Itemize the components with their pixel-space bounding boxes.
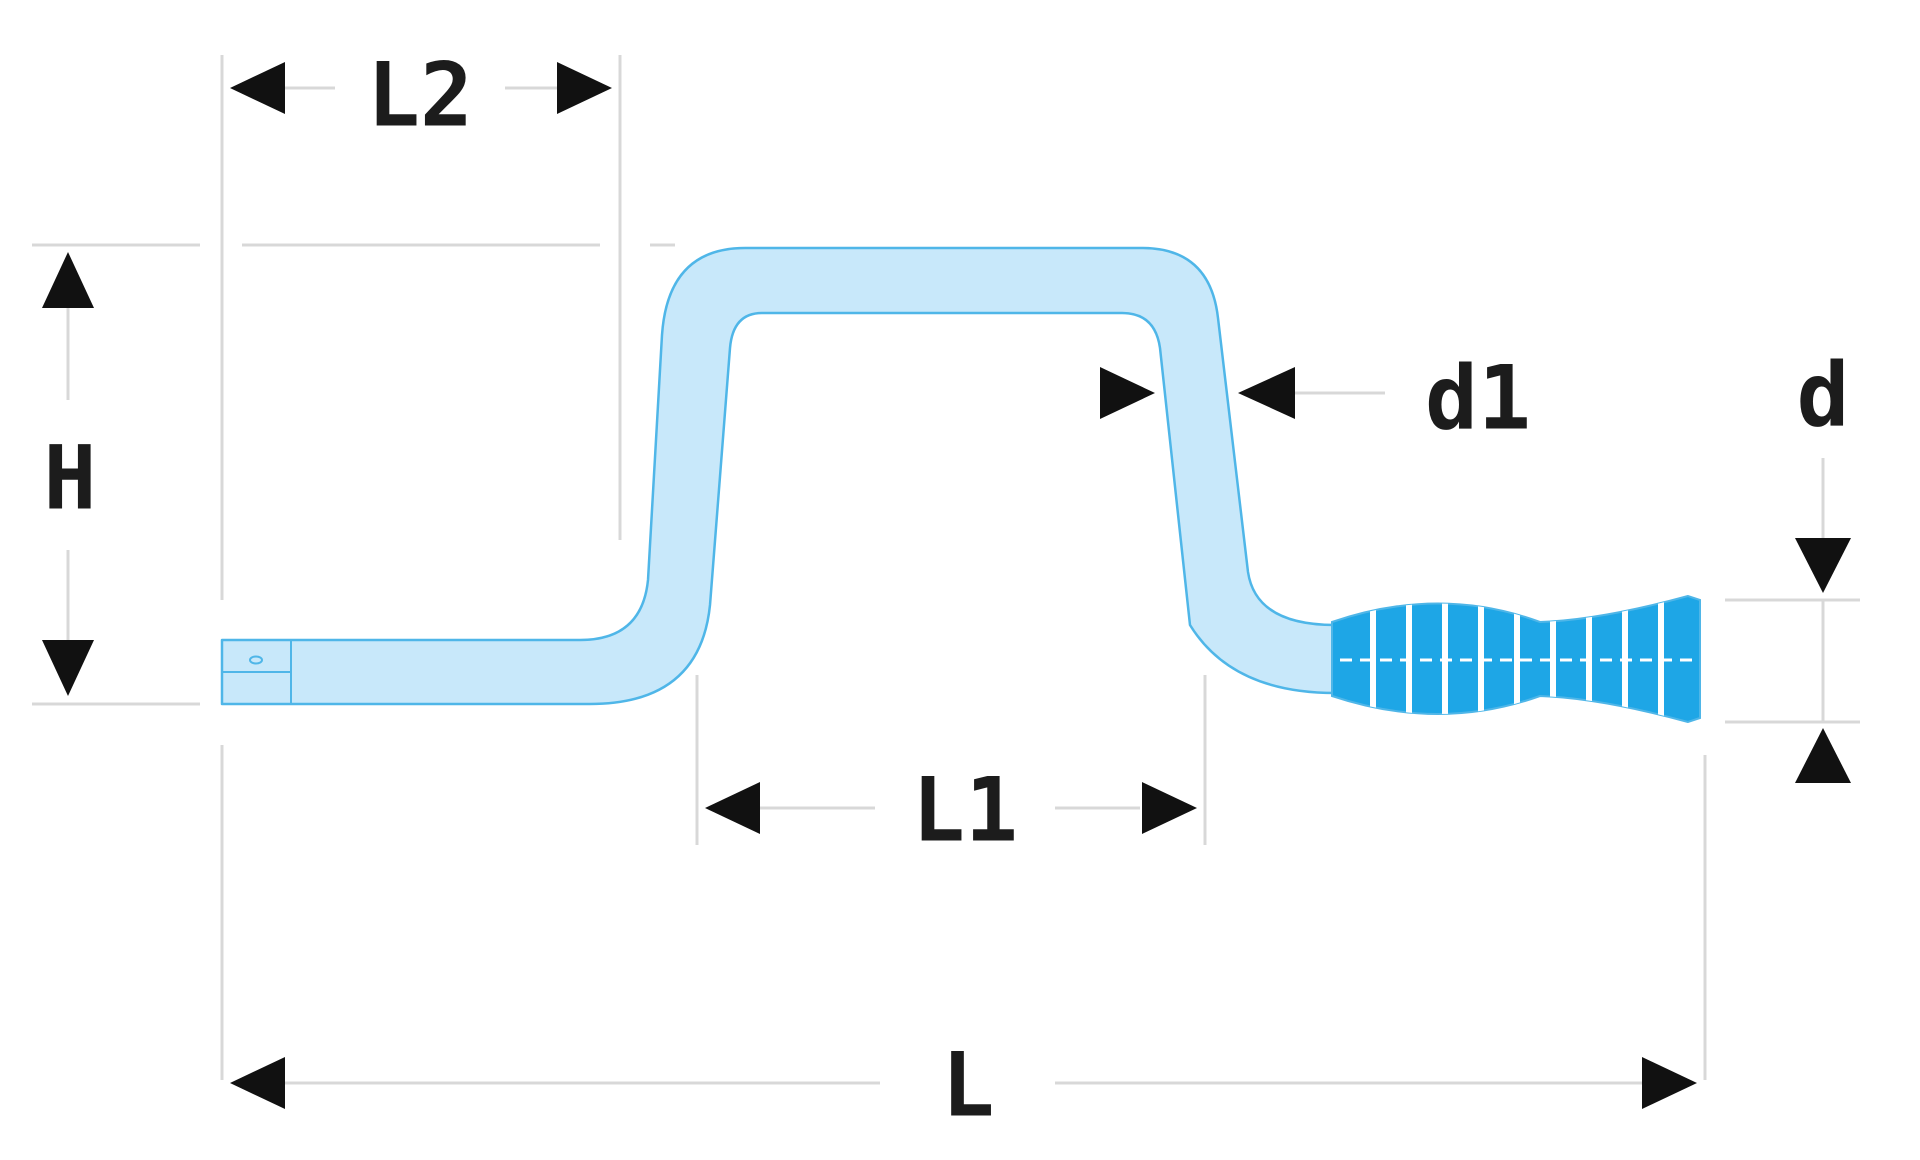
h-top-arrow-icon bbox=[42, 252, 94, 308]
l-right-arrow-icon bbox=[1642, 1057, 1697, 1109]
h-bottom-arrow-icon bbox=[42, 640, 94, 696]
handle bbox=[1331, 594, 1701, 724]
handle-grip-stripe bbox=[1514, 596, 1520, 722]
d-label: d bbox=[1797, 344, 1850, 447]
crank-bar-shape bbox=[220, 246, 1337, 706]
d-bottom-arrow-icon bbox=[1795, 728, 1851, 783]
l1-label: L1 bbox=[912, 759, 1018, 862]
l2-left-arrow-icon bbox=[230, 62, 285, 114]
square-drive-end bbox=[222, 640, 292, 704]
dimension-labels: L2 H d1 d L1 L bbox=[44, 44, 1850, 1137]
arrowheads bbox=[42, 62, 1851, 1109]
d-top-arrow-icon bbox=[1795, 538, 1851, 593]
l2-label: L2 bbox=[367, 44, 473, 147]
square-drive-end-detent-ball bbox=[249, 655, 263, 665]
d1-right-arrow-icon bbox=[1238, 367, 1295, 419]
l1-right-arrow-icon bbox=[1142, 782, 1197, 834]
dimension-lines bbox=[66, 86, 1825, 1085]
d1-label: d1 bbox=[1425, 347, 1531, 450]
l-label: L bbox=[942, 1034, 995, 1137]
d1-left-arrow-icon bbox=[1100, 367, 1155, 419]
handle-grip-stripe bbox=[1550, 596, 1556, 722]
extension-lines bbox=[32, 55, 1860, 1080]
l2-right-arrow-icon bbox=[557, 62, 612, 114]
l1-left-arrow-icon bbox=[705, 782, 760, 834]
h-label: H bbox=[44, 427, 97, 530]
handle-grip-stripe bbox=[1370, 596, 1376, 722]
l-left-arrow-icon bbox=[230, 1057, 285, 1109]
crank-bar bbox=[220, 246, 1337, 706]
